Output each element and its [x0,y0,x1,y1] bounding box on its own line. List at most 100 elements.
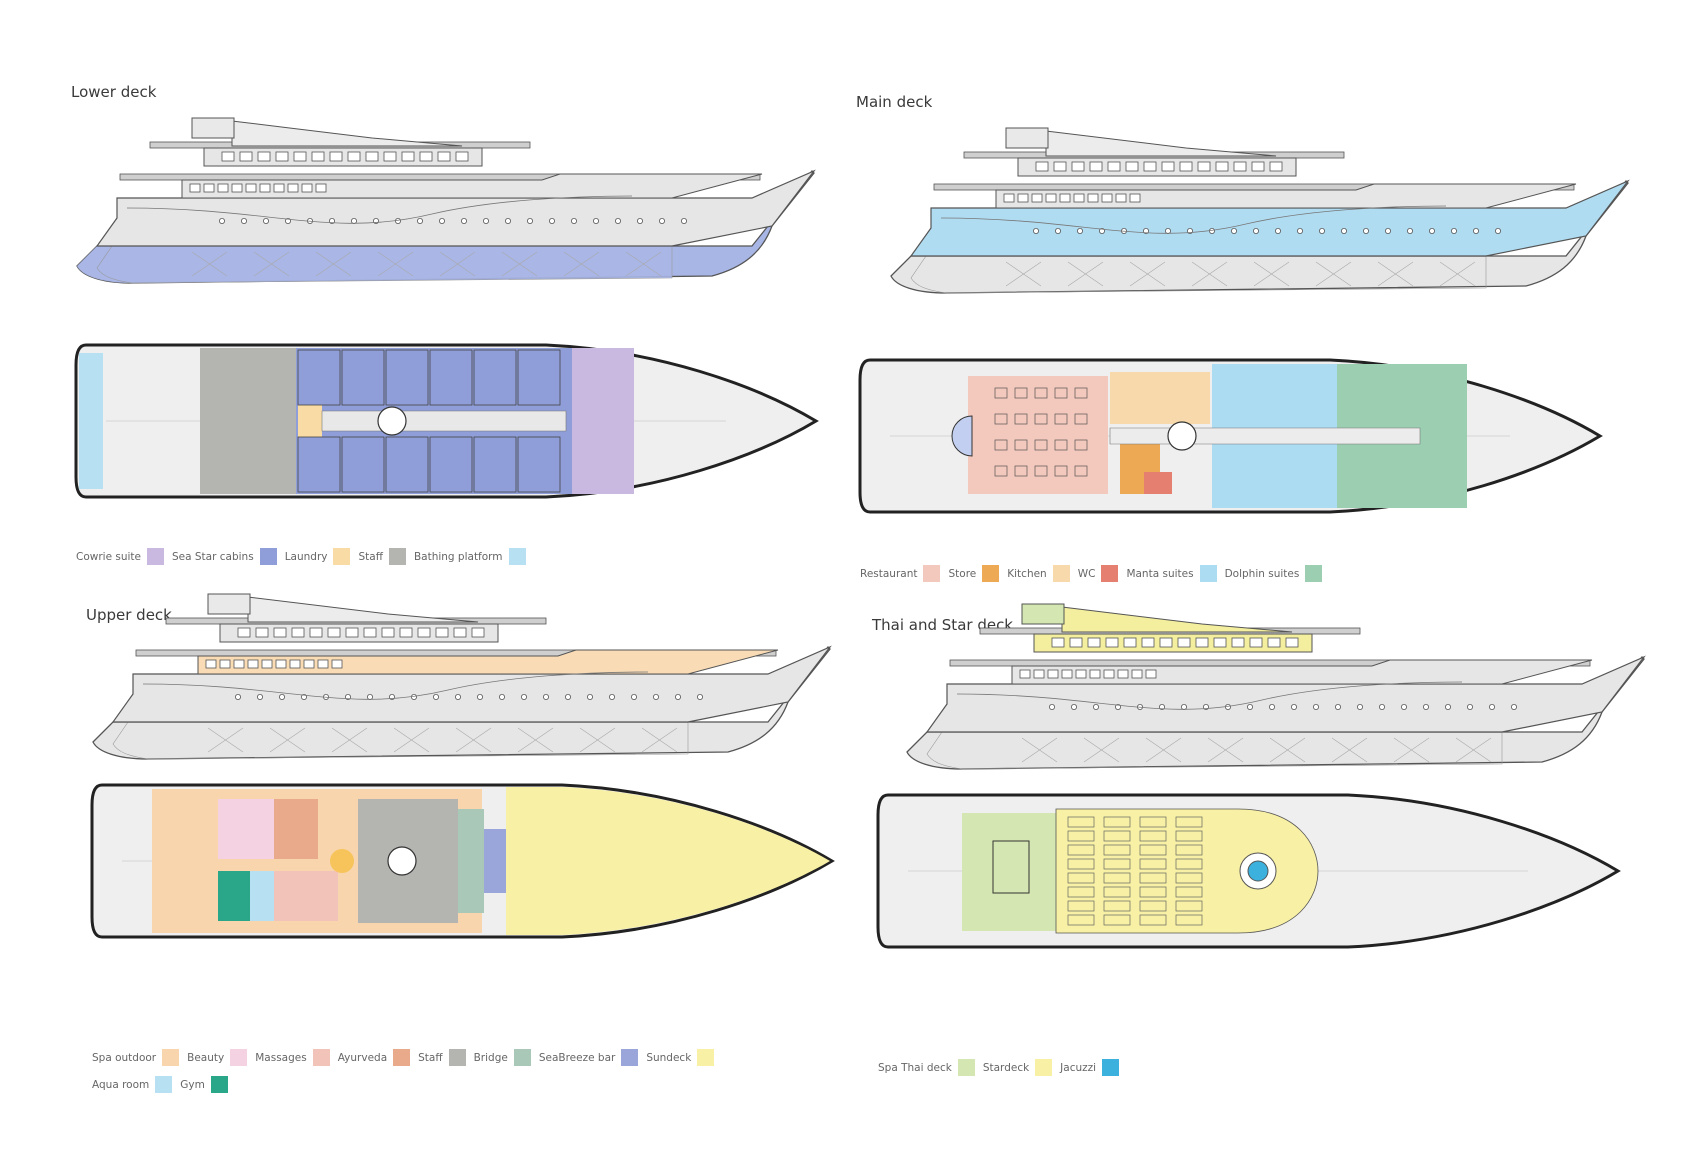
window [287,183,299,193]
lounger [1175,886,1203,898]
window [301,183,313,193]
corridor [1109,427,1421,445]
window [1251,161,1265,172]
porthole [1362,228,1369,235]
porthole [1296,228,1303,235]
porthole [1230,228,1237,235]
porthole [278,694,285,701]
porthole [1076,228,1083,235]
window [205,659,217,669]
legend: Cowrie suite Sea Star cabins Laundry Sta… [76,548,636,565]
window [453,627,467,638]
window [455,151,469,162]
frame-cross [207,727,244,753]
legend-swatch [697,1049,715,1066]
window [1233,161,1247,172]
table [1074,387,1088,399]
frame-cross [439,251,476,277]
window [1269,161,1283,172]
legend-swatch [923,565,941,582]
mast-box [1005,127,1049,149]
legend-item: SeaBreeze bar [539,1049,639,1066]
legend: Spa Thai deck Stardeck Jacuzzi [878,1059,1278,1076]
legend-item: Staff [358,548,406,565]
lounger [1103,872,1131,884]
porthole [1070,704,1077,711]
zone-staff [200,348,296,494]
window [1033,669,1045,679]
legend-item: Stardeck [983,1059,1053,1076]
porthole [1252,228,1259,235]
cabin [297,436,341,493]
legend-swatch [1101,565,1119,582]
table [1014,387,1028,399]
window [257,151,271,162]
table [1014,439,1028,451]
window [1105,637,1119,648]
table [1034,439,1048,451]
frame-cross [517,727,554,753]
window [1059,193,1071,203]
lounger [1175,816,1203,828]
porthole [416,218,423,225]
window [1035,161,1049,172]
legend-swatch [259,548,277,565]
legend-item: Ayurveda [338,1049,411,1066]
dome [951,415,973,457]
window [435,627,449,638]
porthole [1274,228,1281,235]
profile-group [76,117,816,284]
legend-item: Sundeck [646,1049,715,1066]
porthole [659,218,666,225]
frame-cross [1455,737,1492,763]
frame-cross [455,727,492,753]
legend-swatch [1305,565,1323,582]
corridor [321,410,567,432]
spiral-stair [1167,421,1197,451]
zone-restaurant [968,376,1108,494]
window [1143,161,1157,172]
keel-band [910,255,1487,294]
window [1045,193,1057,203]
keel-band [112,721,689,760]
window [1123,637,1137,648]
table [1034,465,1048,477]
cabin [385,436,429,493]
frame-cross [1331,737,1368,763]
porthole [1114,704,1121,711]
lounger [1103,830,1131,842]
window [399,627,413,638]
window [311,151,325,162]
window [231,183,243,193]
porthole [1356,704,1363,711]
window [1141,637,1155,648]
porthole [1511,704,1518,711]
window [273,183,285,193]
table [1054,465,1068,477]
window [347,151,361,162]
window [189,183,201,193]
lounger [1103,914,1131,926]
ship-plan [858,358,1603,514]
legend-swatch [210,1076,228,1093]
table [994,413,1008,425]
window [363,627,377,638]
window [331,659,343,669]
window [471,627,485,638]
porthole [240,218,247,225]
cabin [341,436,385,493]
porthole [631,694,638,701]
window [289,659,301,669]
window [1107,161,1121,172]
legend-swatch [393,1049,411,1066]
window [1061,669,1073,679]
window [293,151,307,162]
main-structure [95,169,816,247]
legend-item: Gym [180,1076,228,1093]
window [1129,193,1141,203]
legend-swatch [333,548,351,565]
lounger [1067,858,1095,870]
window [259,183,271,193]
zone-ayurveda [274,799,318,859]
porthole [454,694,461,701]
